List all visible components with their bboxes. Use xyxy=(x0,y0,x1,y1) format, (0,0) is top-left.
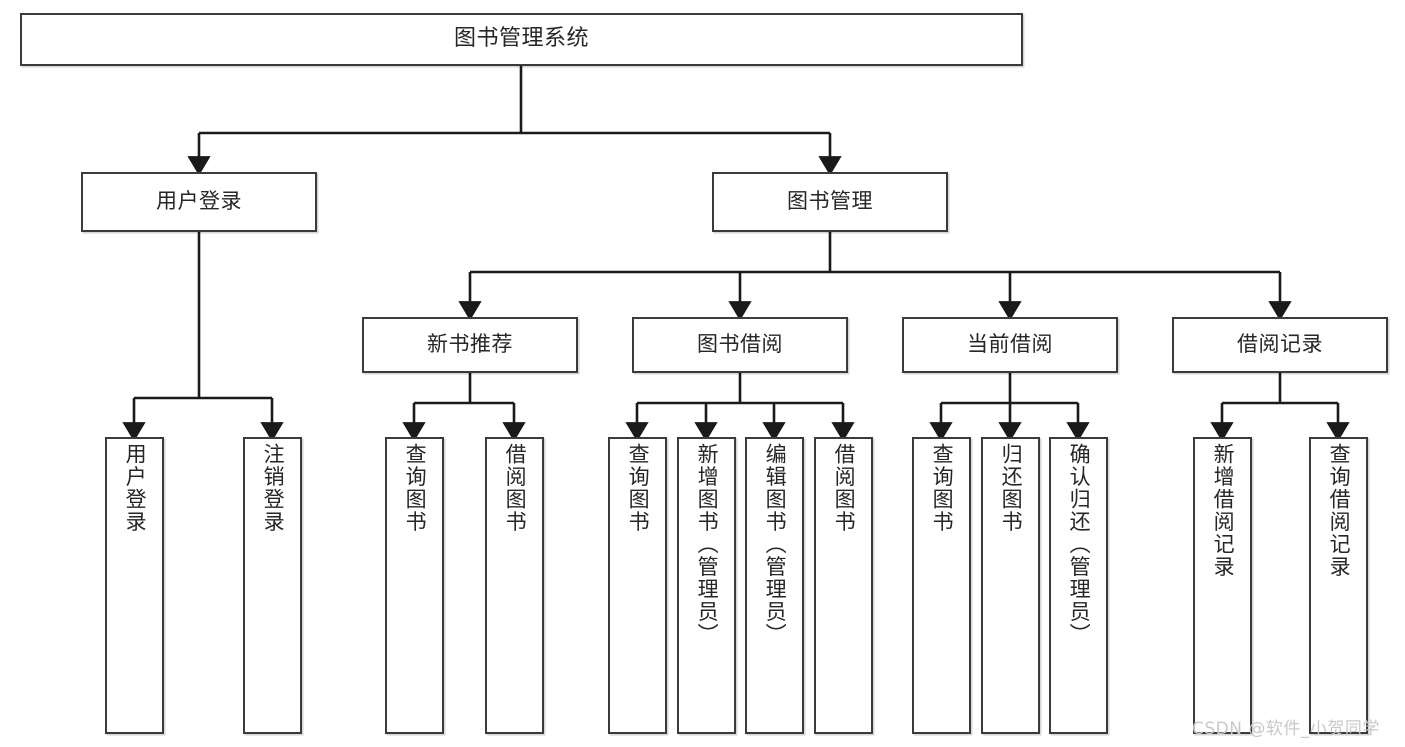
node-label: 借阅图书 xyxy=(503,443,528,533)
node-root-book-management-system[interactable]: 图书管理系统 xyxy=(20,13,1023,66)
node-leaf-borrow-book-recommend[interactable]: 借阅图书 xyxy=(485,437,544,734)
node-leaf-edit-book[interactable]: 编辑图书（管理员） xyxy=(745,437,804,734)
node-borrow-record[interactable]: 借阅记录 xyxy=(1172,317,1388,373)
node-leaf-user-login[interactable]: 用户登录 xyxy=(105,437,164,734)
node-label: 借阅记录 xyxy=(1237,332,1323,357)
node-label: 图书借阅 xyxy=(697,332,783,357)
watermark-text: CSDN @软件_小贺同学 xyxy=(1192,719,1380,739)
node-leaf-logout-login[interactable]: 注销登录 xyxy=(243,437,302,734)
node-new-book-recommend[interactable]: 新书推荐 xyxy=(362,317,578,373)
node-leaf-borrow-book[interactable]: 借阅图书 xyxy=(814,437,873,734)
node-label: 用户登录 xyxy=(156,189,242,214)
node-leaf-add-book[interactable]: 新增图书（管理员） xyxy=(677,437,736,734)
node-label: 归还图书 xyxy=(999,443,1024,533)
node-leaf-return-book[interactable]: 归还图书 xyxy=(981,437,1040,734)
node-label: 编辑图书（管理员） xyxy=(763,443,788,646)
node-label: 图书管理 xyxy=(787,189,873,214)
node-leaf-query-book-borrow[interactable]: 查询图书 xyxy=(608,437,667,734)
node-leaf-add-borrow-record[interactable]: 新增借阅记录 xyxy=(1193,437,1252,734)
node-label: 新书推荐 xyxy=(427,332,513,357)
node-book-management[interactable]: 图书管理 xyxy=(712,172,948,232)
node-label: 查询图书 xyxy=(403,443,428,533)
node-label: 新增图书（管理员） xyxy=(695,443,720,646)
node-label: 新增借阅记录 xyxy=(1211,443,1236,578)
node-leaf-query-book-current[interactable]: 查询图书 xyxy=(912,437,971,734)
node-book-borrow[interactable]: 图书借阅 xyxy=(632,317,848,373)
node-label: 图书管理系统 xyxy=(453,26,589,52)
node-label: 查询图书 xyxy=(626,443,651,533)
node-current-borrow[interactable]: 当前借阅 xyxy=(902,317,1118,373)
node-label: 查询图书 xyxy=(930,443,955,533)
node-label: 查询借阅记录 xyxy=(1327,443,1352,578)
node-label: 注销登录 xyxy=(261,443,286,533)
node-leaf-query-borrow-record[interactable]: 查询借阅记录 xyxy=(1309,437,1368,734)
node-leaf-query-book-recommend[interactable]: 查询图书 xyxy=(385,437,444,734)
node-label: 确认归还（管理员） xyxy=(1067,443,1092,646)
node-user-login[interactable]: 用户登录 xyxy=(81,172,317,232)
node-label: 借阅图书 xyxy=(832,443,857,533)
node-label: 当前借阅 xyxy=(967,332,1053,357)
node-leaf-confirm-return[interactable]: 确认归还（管理员） xyxy=(1049,437,1108,734)
node-label: 用户登录 xyxy=(123,443,148,533)
